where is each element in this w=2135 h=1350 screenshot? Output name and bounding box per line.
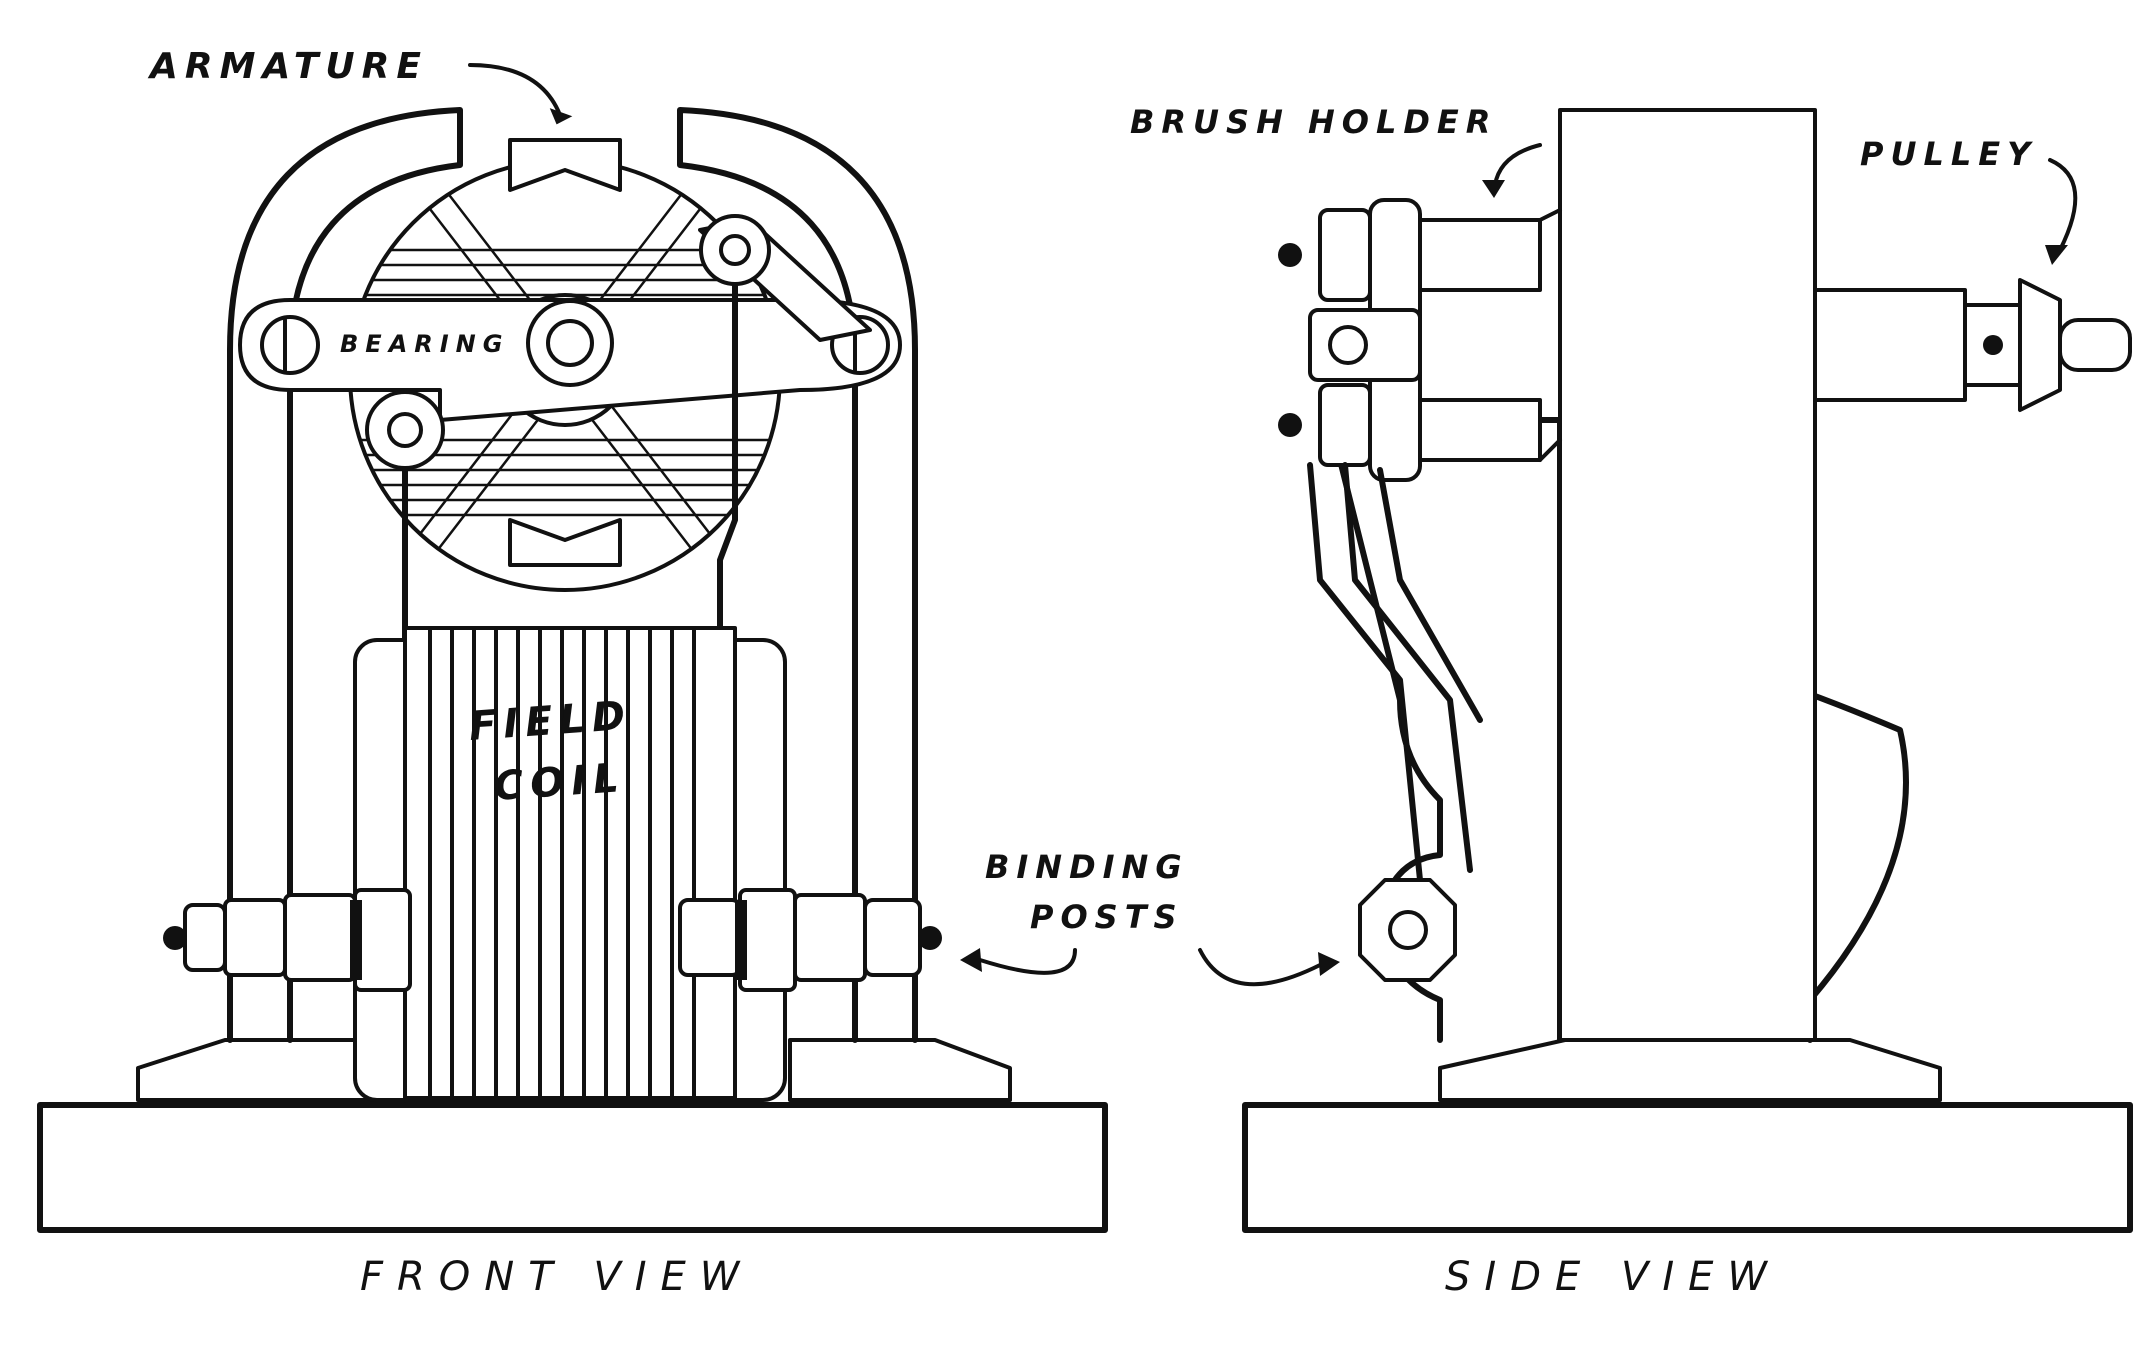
binding-posts-label-line2: POSTS xyxy=(1030,898,1184,936)
side-view xyxy=(1242,108,2133,1233)
front-view: BEARING FIELD COIL xyxy=(37,107,1108,1233)
front-frame-right-arm xyxy=(677,107,918,1043)
bearing-label: BEARING xyxy=(340,330,509,358)
front-left-flange xyxy=(136,1038,382,1102)
binding-posts-arrow-right xyxy=(1198,948,1322,987)
side-view-caption: SIDE VIEW xyxy=(1445,1254,1781,1300)
field-coil-label-line1: FIELD xyxy=(467,693,633,750)
pulley-wheel xyxy=(2018,278,2062,412)
field-coil xyxy=(403,626,737,1100)
shaft-end xyxy=(2058,318,2132,372)
binding-post-left xyxy=(163,888,412,992)
binding-posts-label-line1: BINDING xyxy=(985,848,1189,886)
shaft-boss xyxy=(1813,288,1967,402)
pulley-arrow xyxy=(2048,158,2078,252)
brush-holder-arrow xyxy=(1493,143,1542,187)
side-lead-2 xyxy=(1342,462,1473,873)
coil-windings xyxy=(428,628,696,1098)
brush-holder-label: BRUSH HOLDER xyxy=(1130,103,1497,141)
binding-post-right xyxy=(678,888,942,992)
front-view-caption: FRONT VIEW xyxy=(360,1254,753,1300)
armature-label: ARMATURE xyxy=(147,46,428,87)
front-frame-left-arm xyxy=(227,107,463,1043)
front-base-block xyxy=(37,1102,1108,1233)
binding-posts-arrow-left xyxy=(978,948,1077,975)
armature-arrow xyxy=(468,63,562,117)
side-lead-3 xyxy=(1377,467,1483,723)
brush-holder-assembly xyxy=(1278,198,1562,482)
field-coil-label-line2: COIL xyxy=(492,755,627,810)
side-flange xyxy=(1438,1038,1942,1102)
side-lead-1 xyxy=(1307,462,1423,883)
side-pillar xyxy=(1558,108,1817,1042)
bearing-screw-left xyxy=(260,315,320,375)
pulley-label: PULLEY xyxy=(1860,135,2037,173)
front-right-flange xyxy=(788,1038,1012,1102)
side-base-block xyxy=(1242,1102,2133,1233)
